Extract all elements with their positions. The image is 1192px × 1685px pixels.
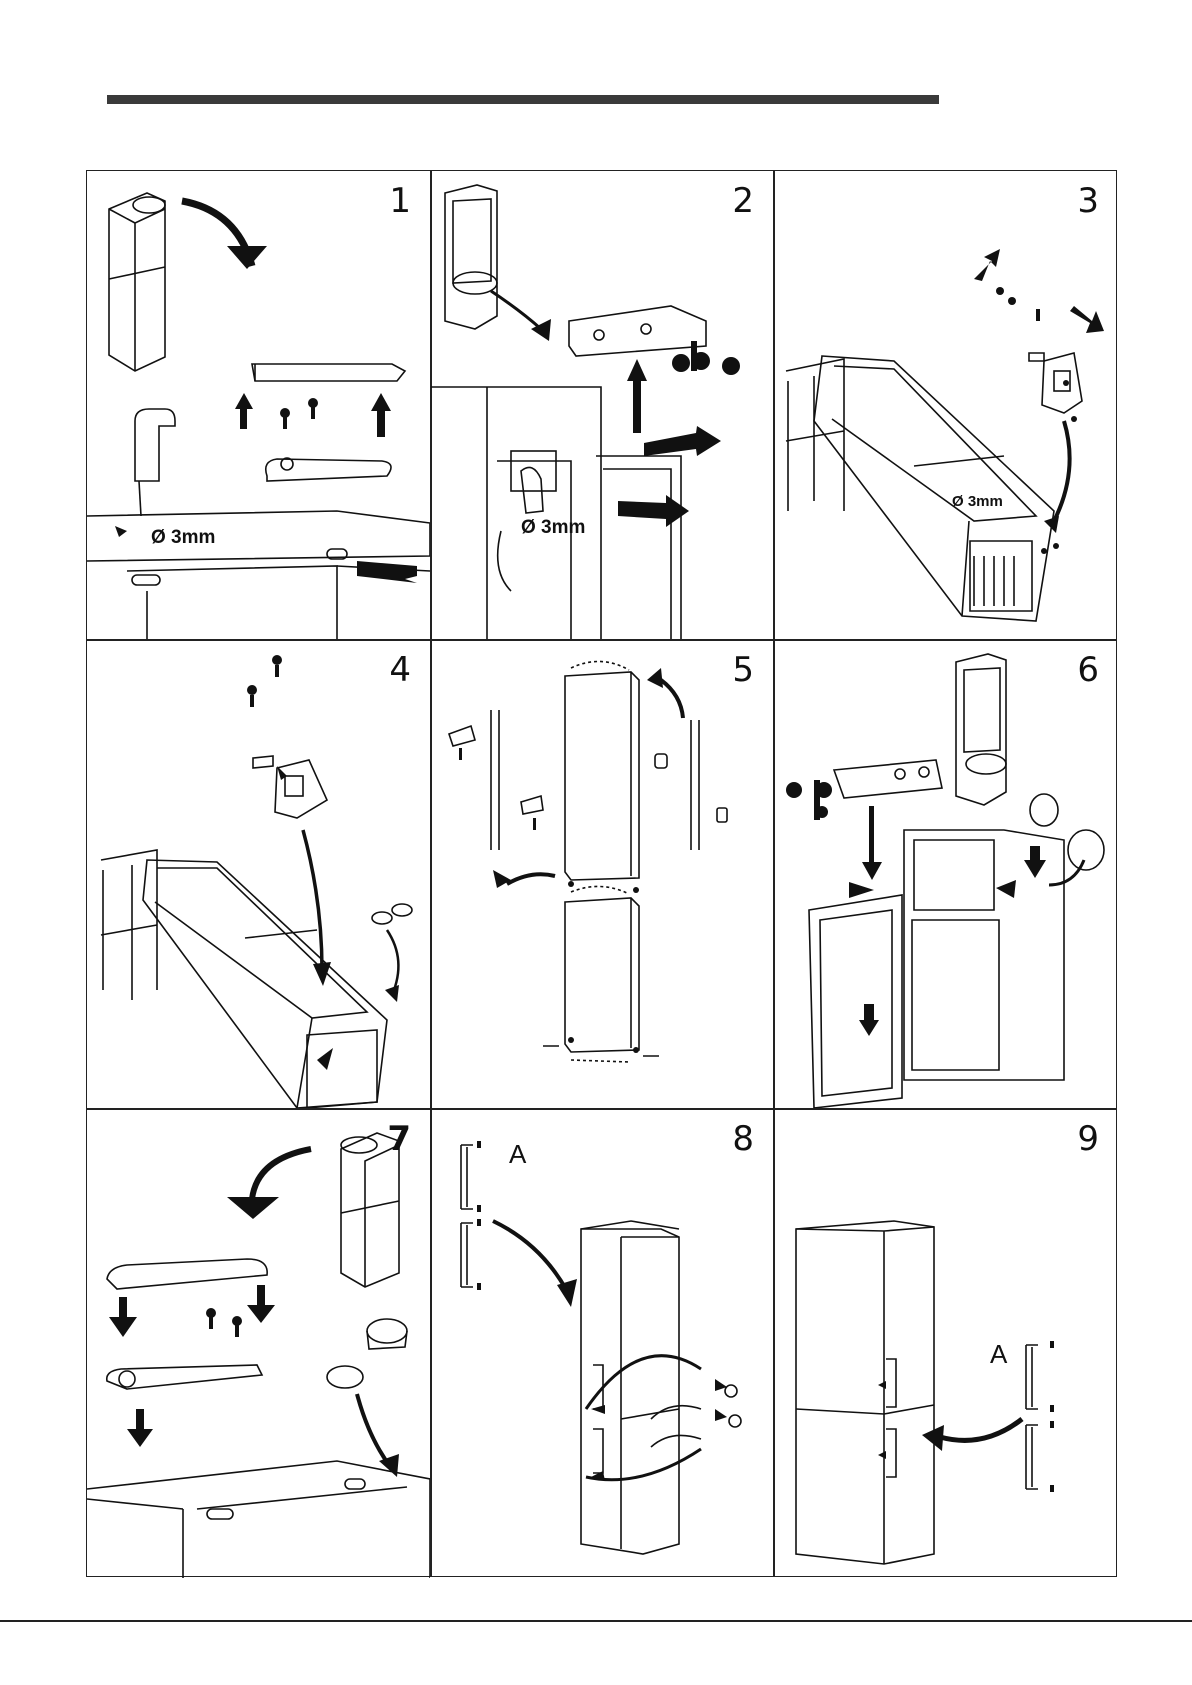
handle-label: A xyxy=(509,1139,526,1170)
panel-step-8: 8 A xyxy=(431,1109,773,1578)
step-3-illustration xyxy=(774,171,1118,639)
drill-size-label: Ø 3mm xyxy=(151,527,215,549)
panel-step-2: 2 Ø 3mm xyxy=(431,171,773,639)
drill-size-label: Ø 3mm xyxy=(952,493,1003,510)
step-2-illustration xyxy=(431,171,773,639)
step-number: 9 xyxy=(1077,1119,1098,1159)
step-5-illustration xyxy=(431,640,773,1108)
step-number: 4 xyxy=(389,650,410,690)
step-number: 2 xyxy=(732,181,753,221)
panel-step-5: 5 xyxy=(431,640,773,1108)
panel-step-1: 1 Ø 3mm xyxy=(87,171,430,639)
step-9-illustration xyxy=(774,1109,1118,1578)
step-4-illustration xyxy=(87,640,430,1108)
step-number: 3 xyxy=(1077,181,1098,221)
panel-step-7: 7 xyxy=(87,1109,430,1578)
drill-size-label: Ø 3mm xyxy=(521,517,585,539)
step-number: 1 xyxy=(389,181,410,221)
step-number: 6 xyxy=(1077,650,1098,690)
panel-step-6: 6 xyxy=(774,640,1118,1108)
header-rule xyxy=(107,95,939,104)
panel-step-4: 4 xyxy=(87,640,430,1108)
step-7-illustration xyxy=(87,1109,430,1578)
step-1-illustration xyxy=(87,171,430,639)
step-number: 7 xyxy=(387,1119,410,1159)
step-number: 8 xyxy=(732,1119,753,1159)
instruction-grid: 1 Ø 3mm xyxy=(86,170,1117,1577)
footer-rule xyxy=(0,1620,1192,1622)
step-6-illustration xyxy=(774,640,1118,1108)
step-number: 5 xyxy=(732,650,753,690)
handle-label: A xyxy=(990,1339,1007,1370)
panel-step-3: 3 Ø 3mm xyxy=(774,171,1118,639)
step-8-illustration xyxy=(431,1109,773,1578)
panel-step-9: 9 A xyxy=(774,1109,1118,1578)
